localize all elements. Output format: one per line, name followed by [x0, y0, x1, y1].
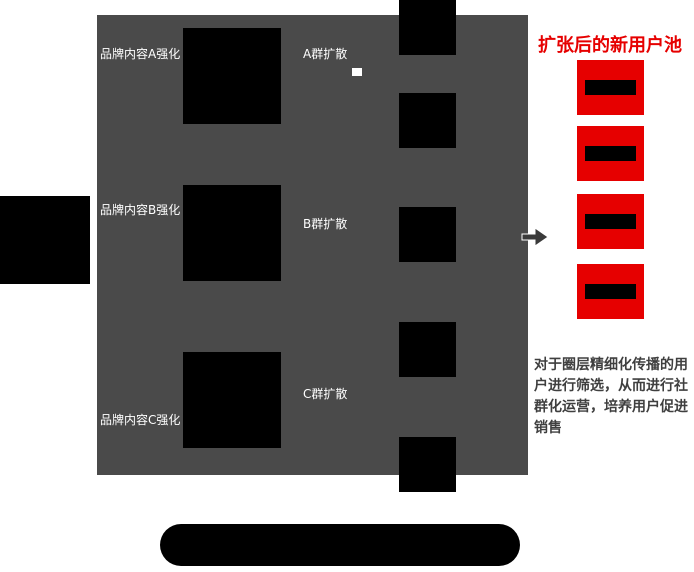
content-label-c: 品牌内容C强化	[100, 413, 181, 427]
spread-label-b: B群扩散	[303, 217, 348, 231]
pool-box-bar	[585, 284, 636, 299]
new-user-pool-box	[577, 60, 644, 115]
user-group-box	[399, 207, 456, 262]
new-user-pool-title: 扩张后的新用户池	[538, 35, 682, 56]
source-box	[0, 196, 90, 284]
right-arrow-icon	[521, 226, 549, 248]
bottom-title-pill	[160, 524, 520, 566]
note-text: 对于圈层精细化传播的用户进行筛选，从而进行社群化运营，培养用户促进销售	[534, 357, 688, 436]
new-user-pool-box	[577, 126, 644, 181]
user-group-box	[399, 322, 456, 377]
content-label-a: 品牌内容A强化	[100, 47, 181, 61]
new-user-pool-box	[577, 264, 644, 319]
content-box-a	[183, 28, 281, 124]
user-group-box	[399, 93, 456, 148]
new-user-pool-box	[577, 194, 644, 249]
diffusion-panel	[97, 15, 528, 475]
content-box-c	[183, 352, 281, 448]
pool-box-bar	[585, 146, 636, 161]
content-box-b	[183, 185, 281, 281]
user-group-box	[399, 437, 456, 492]
content-label-b: 品牌内容B强化	[100, 203, 181, 217]
user-group-box	[399, 0, 456, 55]
connector-dash	[352, 68, 362, 76]
spread-label-a: A群扩散	[303, 47, 348, 61]
spread-label-c: C群扩散	[303, 387, 348, 401]
pool-box-bar	[585, 80, 636, 95]
pool-box-bar	[585, 214, 636, 229]
